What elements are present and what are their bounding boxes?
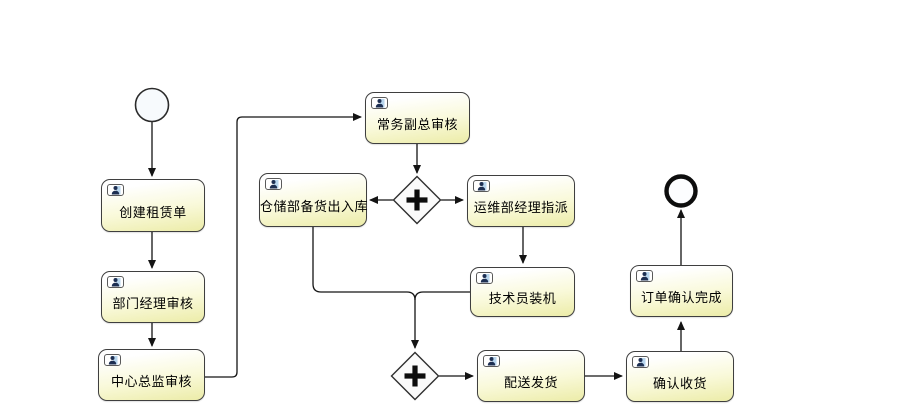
- task-delivery-shipping[interactable]: 配送发货: [477, 350, 585, 402]
- user-task-icon: [483, 355, 500, 367]
- user-task-icon: [107, 184, 124, 196]
- task-order-confirm-complete[interactable]: 订单确认完成: [630, 265, 733, 317]
- task-label: 中心总监审核: [110, 374, 192, 389]
- task-label: 常务副总审核: [376, 117, 458, 132]
- user-task-icon: [104, 354, 121, 366]
- task-label: 技术员装机: [488, 291, 557, 306]
- start-event[interactable]: [134, 87, 170, 123]
- user-task-icon: [107, 276, 124, 288]
- parallel-split-gateway[interactable]: [392, 175, 442, 225]
- task-label: 创建租赁单: [119, 204, 187, 220]
- task-technician-install[interactable]: 技术员装机: [470, 267, 575, 317]
- task-label: 部门经理审核: [112, 296, 194, 311]
- task-label: 确认收货: [652, 375, 707, 391]
- task-center-director-review[interactable]: 中心总监审核: [98, 349, 205, 401]
- flow-technician-to-joingateway: [414, 291, 470, 301]
- task-ops-manager-assign[interactable]: 运维部经理指派: [467, 175, 575, 227]
- user-task-icon: [473, 180, 490, 192]
- task-label: 订单确认完成: [640, 290, 722, 305]
- plus-icon: [404, 365, 426, 387]
- end-event[interactable]: [664, 174, 698, 208]
- task-label: 仓储部备货出入库: [260, 199, 369, 214]
- task-warehouse-stock-in-out[interactable]: 仓储部备货出入库: [259, 173, 369, 227]
- user-task-icon: [371, 97, 388, 109]
- flow-director-to-evp: [205, 113, 362, 378]
- user-task-icon: [636, 270, 653, 282]
- plus-icon: [406, 189, 428, 211]
- flow-warehouse-to-joingateway: [312, 227, 419, 349]
- user-task-icon: [632, 356, 649, 368]
- task-label: 配送发货: [503, 375, 558, 390]
- task-label: 运维部经理指派: [473, 200, 569, 215]
- parallel-join-gateway[interactable]: [390, 351, 440, 401]
- task-evp-review[interactable]: 常务副总审核: [365, 92, 470, 144]
- user-task-icon: [265, 178, 282, 190]
- task-dept-manager-review[interactable]: 部门经理审核: [101, 271, 205, 323]
- task-confirm-receipt[interactable]: 确认收货: [626, 351, 734, 402]
- task-create-rental-order[interactable]: 创建租赁单: [101, 179, 205, 232]
- user-task-icon: [476, 272, 493, 284]
